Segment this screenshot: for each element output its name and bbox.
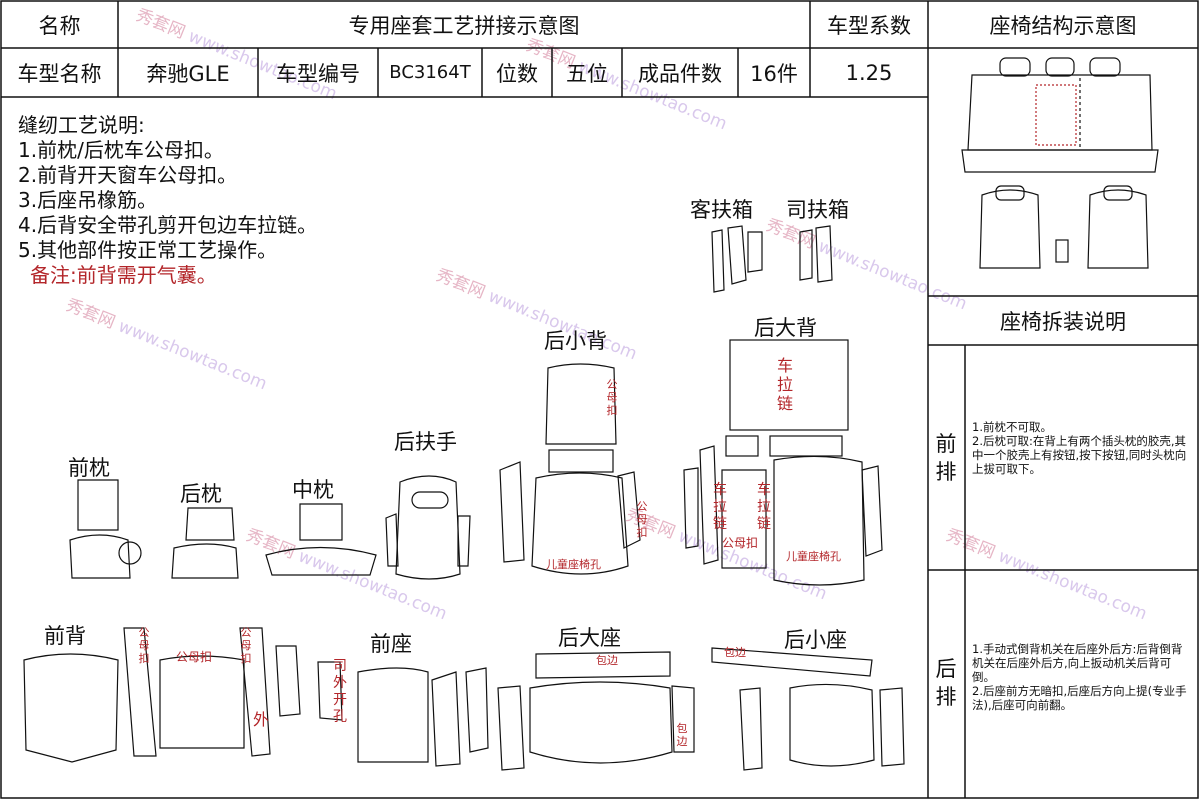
annotation-zipper: 车拉链 — [713, 482, 727, 532]
annotation-outer-open-hole: 司外开孔 — [333, 658, 347, 725]
rear-small-back-pieces — [499, 363, 641, 575]
front-row-instructions: 1.前枕不可取。 2.后枕可取:在背上有两个插头枕的胶壳,其中一个胶壳上有按钮,… — [972, 420, 1187, 476]
part-label-passenger-armbox: 客扶箱 — [690, 198, 753, 222]
model-code-value: BC3164T — [389, 62, 471, 83]
rear-large-back-pieces — [683, 339, 883, 586]
pieces-value: 16件 — [750, 61, 798, 86]
annotation-snap: 公母扣 — [240, 626, 252, 665]
part-label-rear-large-back: 后大背 — [754, 316, 817, 340]
annotation-snap: 公母扣 — [636, 500, 648, 539]
part-label-front-back: 前背 — [44, 624, 86, 648]
notes-heading: 缝纫工艺说明: — [18, 113, 145, 137]
annotation-outer: 外 — [253, 710, 270, 729]
model-name-value: 奔驰GLE — [146, 61, 230, 86]
annotation-zipper: 车拉链 — [757, 482, 771, 532]
front-seat-pieces — [317, 661, 489, 767]
disassembly-title: 座椅拆装说明 — [1000, 309, 1126, 334]
front-back-pieces — [23, 627, 301, 763]
seat-structure-drawing — [961, 57, 1159, 269]
front-row-label: 前排 — [935, 432, 957, 484]
part-label-rear-armrest: 后扶手 — [394, 430, 457, 454]
part-label-rear-small-back: 后小背 — [544, 329, 607, 353]
model-name-label: 车型名称 — [17, 61, 102, 86]
model-code-label: 车型编号 — [276, 61, 360, 86]
rear-row-instructions: 1.手动式倒背机关在后座外后方:后背倒背机关在后座外后方,向上扳动机关后背可倒。… — [972, 642, 1187, 712]
part-label-middle-headrest: 中枕 — [292, 478, 334, 502]
annotation-hem: 包边 — [676, 722, 688, 748]
annotation-child-seat-hole: 儿童座椅孔 — [546, 558, 601, 571]
seats-label: 位数 — [496, 61, 538, 86]
pieces-label: 成品件数 — [638, 61, 722, 86]
sewing-notes: 缝纫工艺说明: 1.前枕/后枕车公母扣。 2.前背开天窗车公母扣。 3.后座吊橡… — [18, 113, 317, 288]
note-item: 5.其他部件按正常工艺操作。 — [18, 238, 278, 262]
rear-row-label: 后排 — [935, 657, 957, 709]
structure-title: 座椅结构示意图 — [989, 13, 1137, 38]
page-title: 专用座套工艺拼接示意图 — [348, 13, 580, 38]
part-label-rear-small-seat: 后小座 — [784, 628, 847, 652]
headrest-pieces — [69, 475, 471, 580]
note-item: 1.前枕/后枕车公母扣。 — [18, 138, 224, 162]
note-item: 3.后座吊橡筋。 — [18, 188, 158, 212]
annotation-snap: 公母扣 — [138, 626, 150, 665]
armbox-pieces — [711, 225, 833, 293]
name-label: 名称 — [38, 13, 81, 38]
coef-value: 1.25 — [845, 60, 893, 85]
part-label-front-headrest: 前枕 — [68, 456, 110, 480]
part-label-rear-headrest: 后枕 — [180, 482, 222, 506]
part-label-driver-armbox: 司扶箱 — [786, 198, 849, 222]
rear-large-seat-pieces — [497, 651, 695, 771]
part-label-rear-large-seat: 后大座 — [558, 626, 621, 650]
annotation-snap: 公母扣 — [606, 378, 618, 417]
rear-small-seat-pieces — [711, 647, 905, 771]
annotation-snap: 公母扣 — [722, 536, 759, 550]
annotation-hem: 包边 — [596, 654, 618, 667]
annotation-hem: 包边 — [724, 646, 746, 659]
annotation-snap: 公母扣 — [176, 650, 213, 664]
part-label-front-seat: 前座 — [370, 632, 412, 656]
coef-label: 车型系数 — [827, 13, 911, 38]
notes-remark: 备注:前背需开气囊。 — [30, 263, 217, 287]
annotation-child-seat-hole: 儿童座椅孔 — [786, 550, 841, 563]
annotation-zipper: 车拉链 — [776, 356, 793, 413]
note-item: 2.前背开天窗车公母扣。 — [18, 163, 238, 187]
seats-value: 五位 — [566, 61, 608, 86]
note-item: 4.后背安全带孔剪开包边车拉链。 — [18, 213, 318, 237]
